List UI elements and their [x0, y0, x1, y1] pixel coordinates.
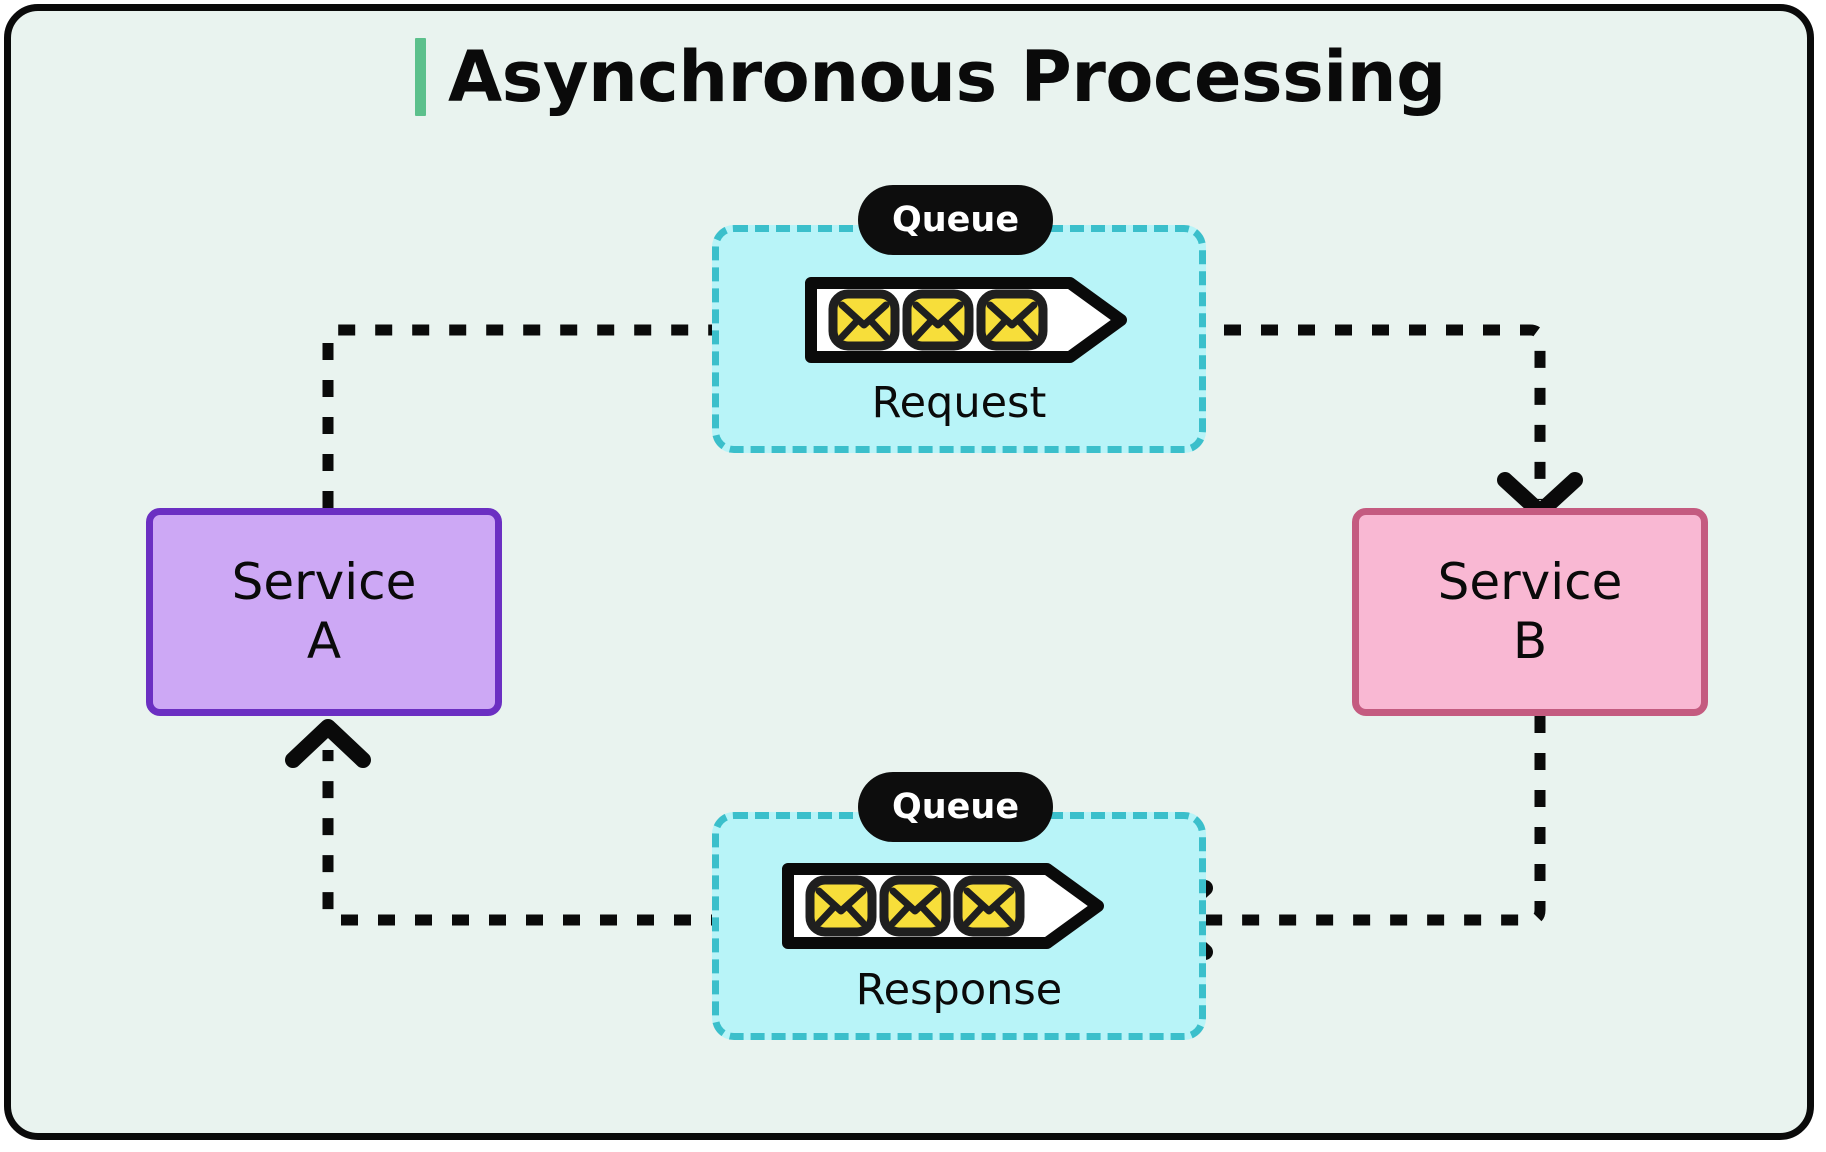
node-service-a[interactable]: Service A: [146, 508, 502, 716]
title-text: Asynchronous Processing: [448, 36, 1446, 118]
message-banner-response: [782, 863, 1104, 949]
envelope-icon-group-response: [805, 875, 1025, 937]
queue-caption-request: Request: [871, 378, 1047, 428]
response-flow-segment-b-to-queue: [1205, 716, 1546, 926]
service-b-label: Service B: [1438, 553, 1623, 671]
arrowhead-up-into-service-a: [285, 719, 371, 768]
request-flow-segment-queue-to-b: [1150, 324, 1546, 500]
service-b-label-line1: Service: [1437, 553, 1623, 611]
service-a-label-line1: Service: [231, 553, 417, 611]
queue-badge-request: Queue: [858, 185, 1054, 255]
envelope-icon: [828, 289, 900, 351]
service-a-label-line2: A: [306, 612, 342, 670]
request-flow-segment-a-to-queue: [322, 324, 716, 508]
node-service-b[interactable]: Service B: [1352, 508, 1708, 716]
service-a-label: Service A: [232, 553, 417, 671]
envelope-icon: [805, 875, 877, 937]
page-title: Asynchronous Processing: [415, 38, 1446, 116]
banner-request-svg: [805, 277, 1127, 363]
envelope-icon-group-request: [828, 289, 1048, 351]
queue-caption-response: Response: [855, 965, 1063, 1015]
queue-badge-response: Queue: [858, 772, 1054, 842]
envelope-icon: [879, 875, 951, 937]
message-banner-request: [805, 277, 1127, 363]
title-accent-bar: [415, 38, 426, 116]
envelope-icon: [902, 289, 974, 351]
envelope-icon: [976, 289, 1048, 351]
banner-response-svg: [782, 863, 1104, 949]
service-b-label-line2: B: [1512, 612, 1548, 670]
envelope-icon: [953, 875, 1025, 937]
